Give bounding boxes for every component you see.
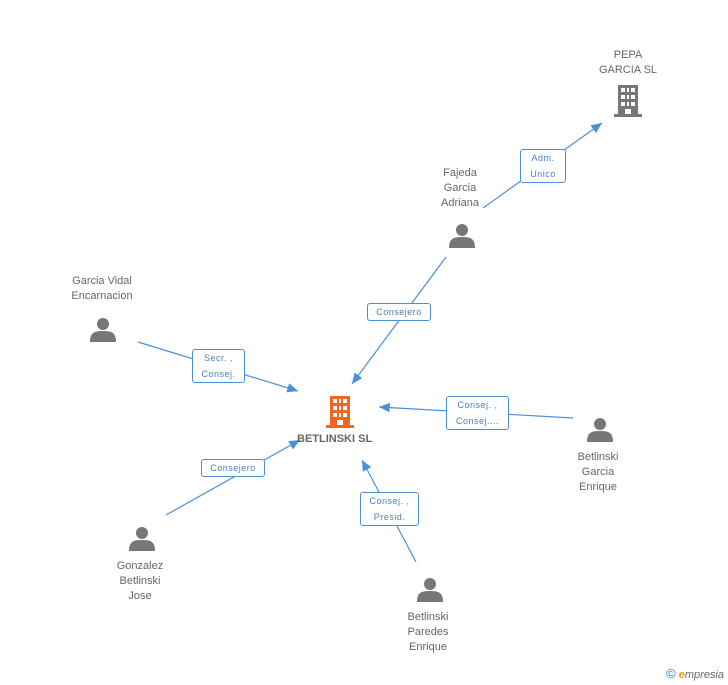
building-icon[interactable] [614, 85, 642, 117]
role-badge-consej-consej: Consej. , Consej.... [446, 396, 509, 430]
person-name-betlinski-garcia[interactable]: Betlinski Garcia Enrique [577, 451, 619, 493]
person-name-fajeda[interactable]: Fajeda Garcia Adriana [441, 167, 479, 209]
person-name-gonzalez[interactable]: Gonzalez Betlinski Jose [116, 560, 164, 602]
person-icon[interactable] [90, 318, 116, 342]
role-badge-secr-consej: Secr. , Consej. [192, 349, 245, 383]
person-icon[interactable] [587, 418, 613, 442]
person-icon[interactable] [417, 578, 443, 602]
role-badge-adm-unico: Adm. Unico [520, 149, 566, 183]
building-icon[interactable] [326, 396, 354, 428]
brand-logo: © empresia [666, 666, 724, 681]
brand-e: e [678, 669, 685, 681]
copyright-icon: © [666, 666, 676, 681]
center-company-name[interactable]: BETLINSKI SL [297, 433, 373, 445]
person-name-garcia-vidal[interactable]: Garcia Vidal Encarnacion [71, 275, 133, 302]
edge-gonzalez-betlinski [165, 439, 301, 516]
person-icon[interactable] [449, 224, 475, 248]
brand-name: mpresia [684, 669, 724, 681]
person-name-betlinski-paredes[interactable]: Betlinski Paredes Enrique [407, 611, 449, 653]
role-badge-consejero: Consejero [201, 459, 265, 477]
company-name-pepa[interactable]: PEPA GARCIA SL [598, 49, 658, 76]
role-badge-consejero: Consejero [367, 303, 431, 321]
person-icon[interactable] [129, 527, 155, 551]
role-badge-consej-presid: Consej. , Presid. [360, 492, 419, 526]
